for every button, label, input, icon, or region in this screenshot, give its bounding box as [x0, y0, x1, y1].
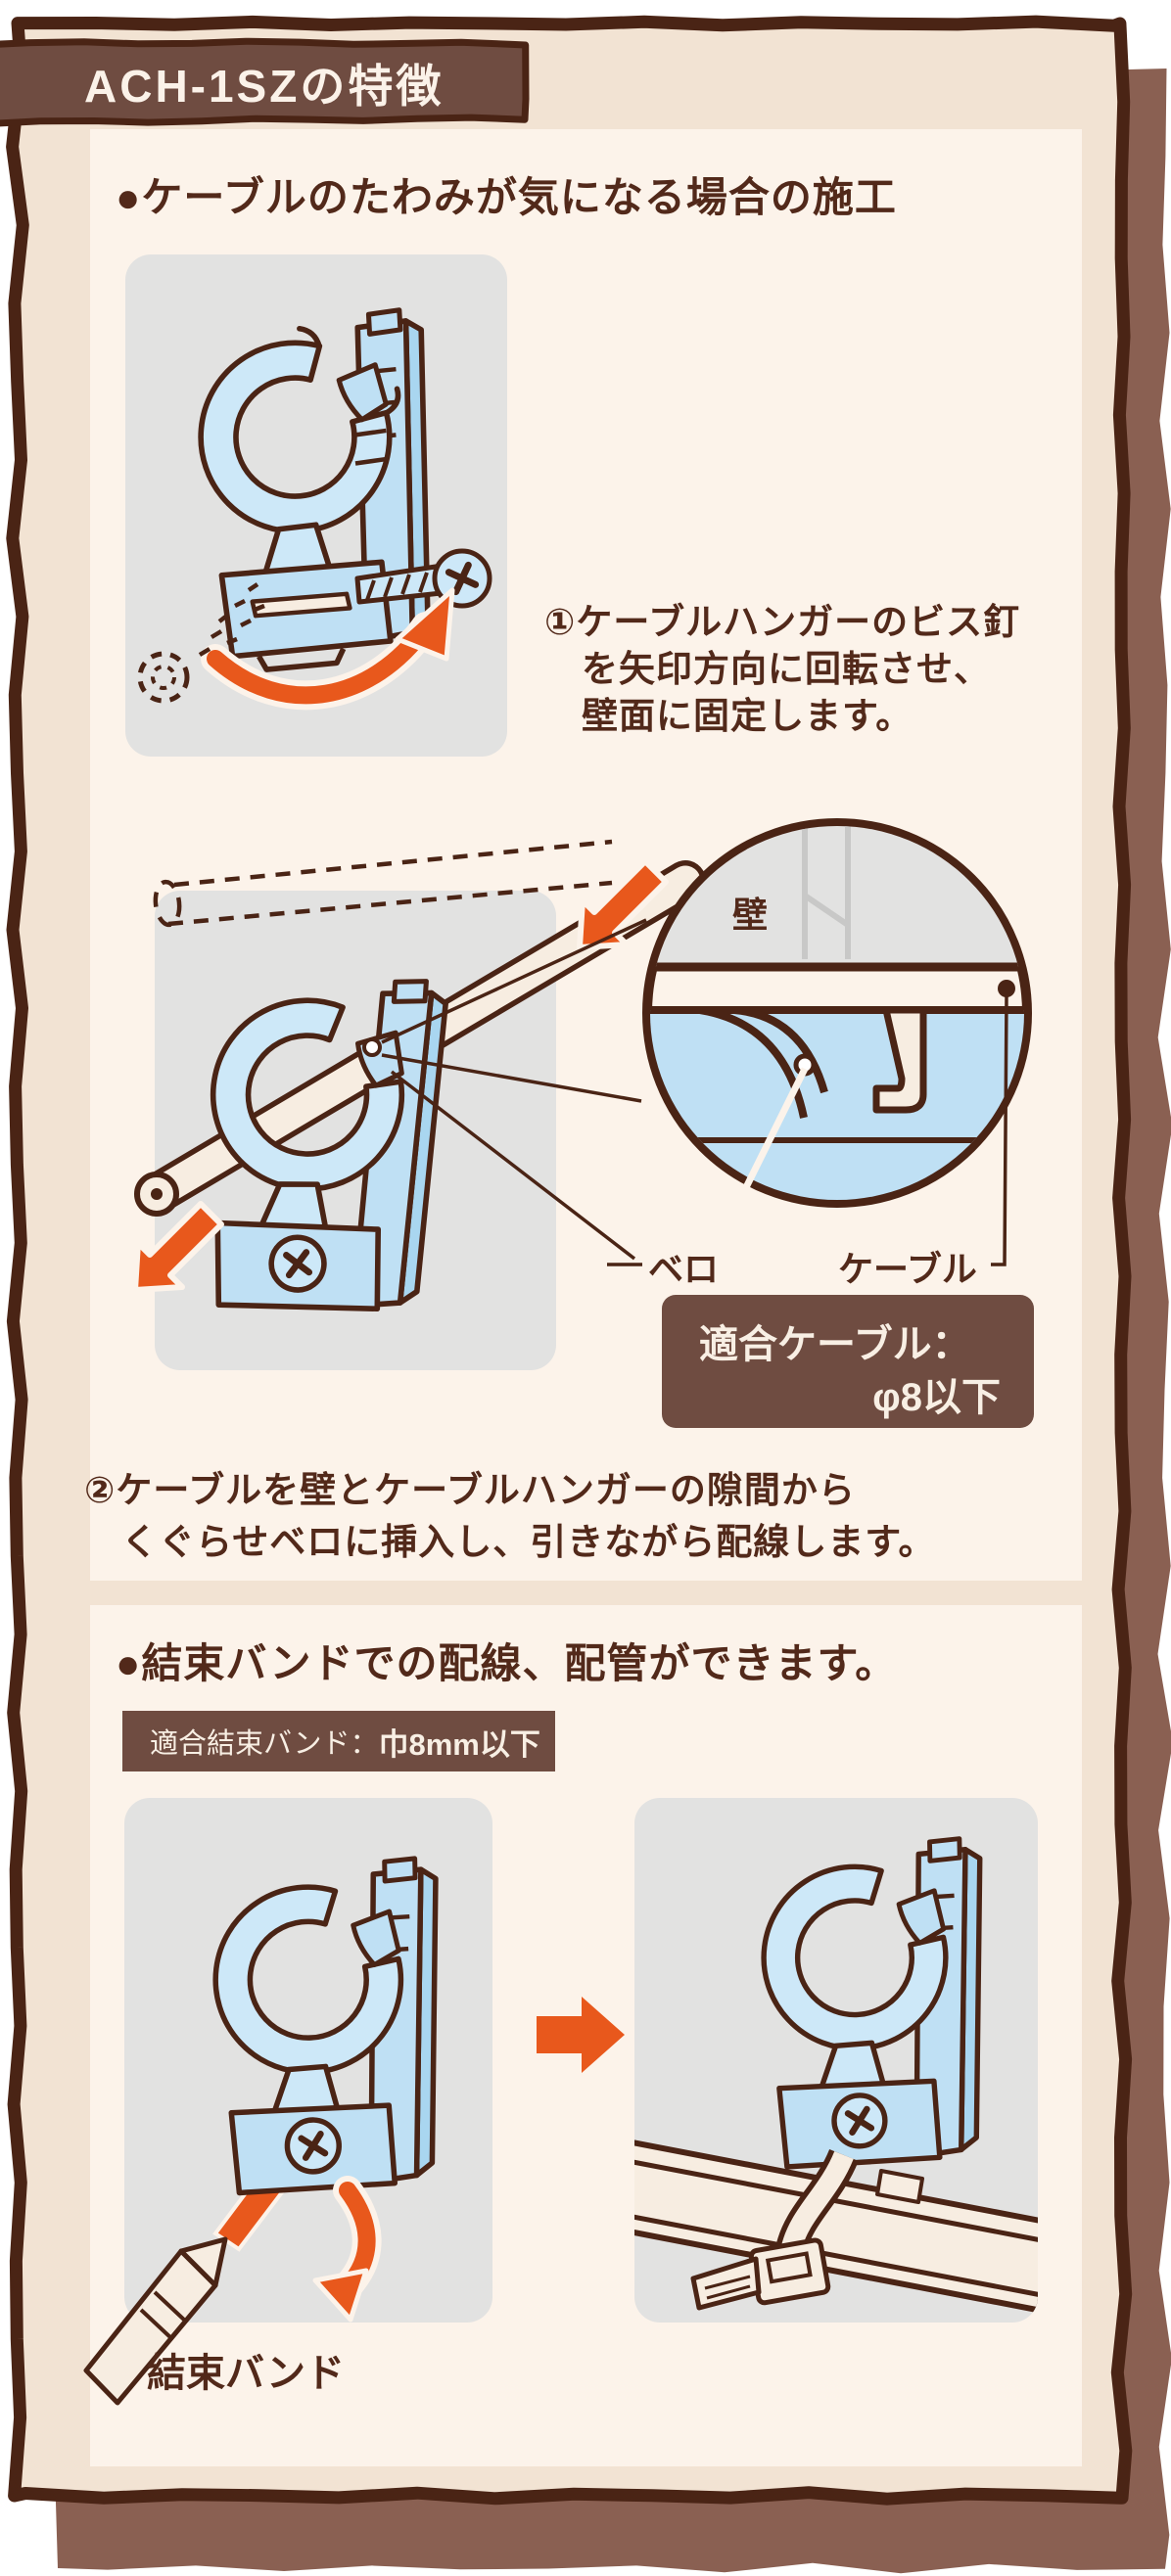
figure-tie-conduit [634, 1798, 1038, 2323]
cable-label: ケーブル [838, 1249, 977, 1289]
wall-area [650, 826, 1024, 967]
tongue-label: ベロ [648, 1249, 720, 1289]
cable-leader-line [991, 995, 1008, 1266]
cable-hanger-illustration [761, 1836, 983, 2170]
tie-buckle-icon [748, 2237, 831, 2306]
tongue-curve [699, 1006, 828, 1119]
tongue-leader-line [709, 1067, 809, 1257]
cable-dot [998, 980, 1015, 997]
cable-tie-strap-icon [690, 2148, 924, 2311]
detail-circle [642, 818, 1032, 1208]
next-step-arrow-icon [537, 1997, 625, 2073]
drill-dust-icon [137, 582, 265, 704]
step-2-text: ②ケーブルを壁とケーブルハンガーの隙間から くぐらせベロに挿入し、引きながら配線… [84, 1464, 936, 1568]
cable-bend-cut [872, 1006, 927, 1114]
tongue-leader-dark [390, 1070, 642, 1266]
step-1-text: ①ケーブルハンガーのビス釘 を矢印方向に回転させ、 壁面に固定します。 [544, 599, 1020, 740]
section-1-heading: ●ケーブルのたわみが気になる場合の施工 [116, 174, 897, 220]
wall-label: 壁 [732, 895, 769, 935]
push-down-arrow-icon [312, 2176, 382, 2323]
cable-hanger-illustration [210, 979, 448, 1312]
rotation-arrow-icon [201, 587, 455, 711]
conduit-icon [634, 2134, 1038, 2320]
step-1-line-3: 壁面に固定します。 [544, 696, 913, 736]
cable-spec-value: φ8以下 [872, 1376, 1001, 1419]
hanger-cut-area [650, 1010, 1024, 1200]
magnifier-wedge-lines [381, 918, 647, 1103]
step-1-line-1: ①ケーブルハンガーのビス釘 [544, 602, 1021, 642]
insert-arrow-icon [577, 858, 669, 950]
figure-tie-insert [83, 1798, 492, 2406]
ghost-cable-icon [153, 839, 613, 928]
cable-spec-title: 適合ケーブル： [699, 1323, 971, 1366]
tie-label: 結束バンド [147, 2352, 345, 2395]
cable-hanger-illustration [198, 307, 431, 672]
hidden-hook-outline [802, 826, 851, 959]
step-1-line-2: を矢印方向に回転させ、 [544, 649, 991, 689]
step-2-line-2: くぐらせベロに挿入し、引きながら配線します。 [84, 1522, 936, 1562]
section-2-heading: ●結束バンドでの配線、配管ができます。 [116, 1640, 898, 1686]
band-spec-label: 適合結束バンド： [150, 1728, 379, 1760]
cable-spec-box: 適合ケーブル： φ8以下 [662, 1295, 1034, 1428]
figure-screw-rotation [125, 254, 507, 757]
title-banner-shape [0, 37, 530, 127]
step-2-line-1: ②ケーブルを壁とケーブルハンガーの隙間から [84, 1470, 856, 1510]
page-title: ACH-1SZの特徴 [84, 61, 445, 112]
band-spec-value: 巾8mm以下 [378, 1726, 540, 1762]
figure-cable-insertion [132, 818, 1032, 1370]
band-spec-box: 適合結束バンド： 巾8mm以下 [122, 1711, 555, 1771]
cable-hanger-illustration [212, 1856, 439, 2196]
pull-arrow-icon [132, 1201, 224, 1293]
pusher-tool-icon [83, 2236, 228, 2406]
tongue-point-dot [362, 1037, 382, 1057]
